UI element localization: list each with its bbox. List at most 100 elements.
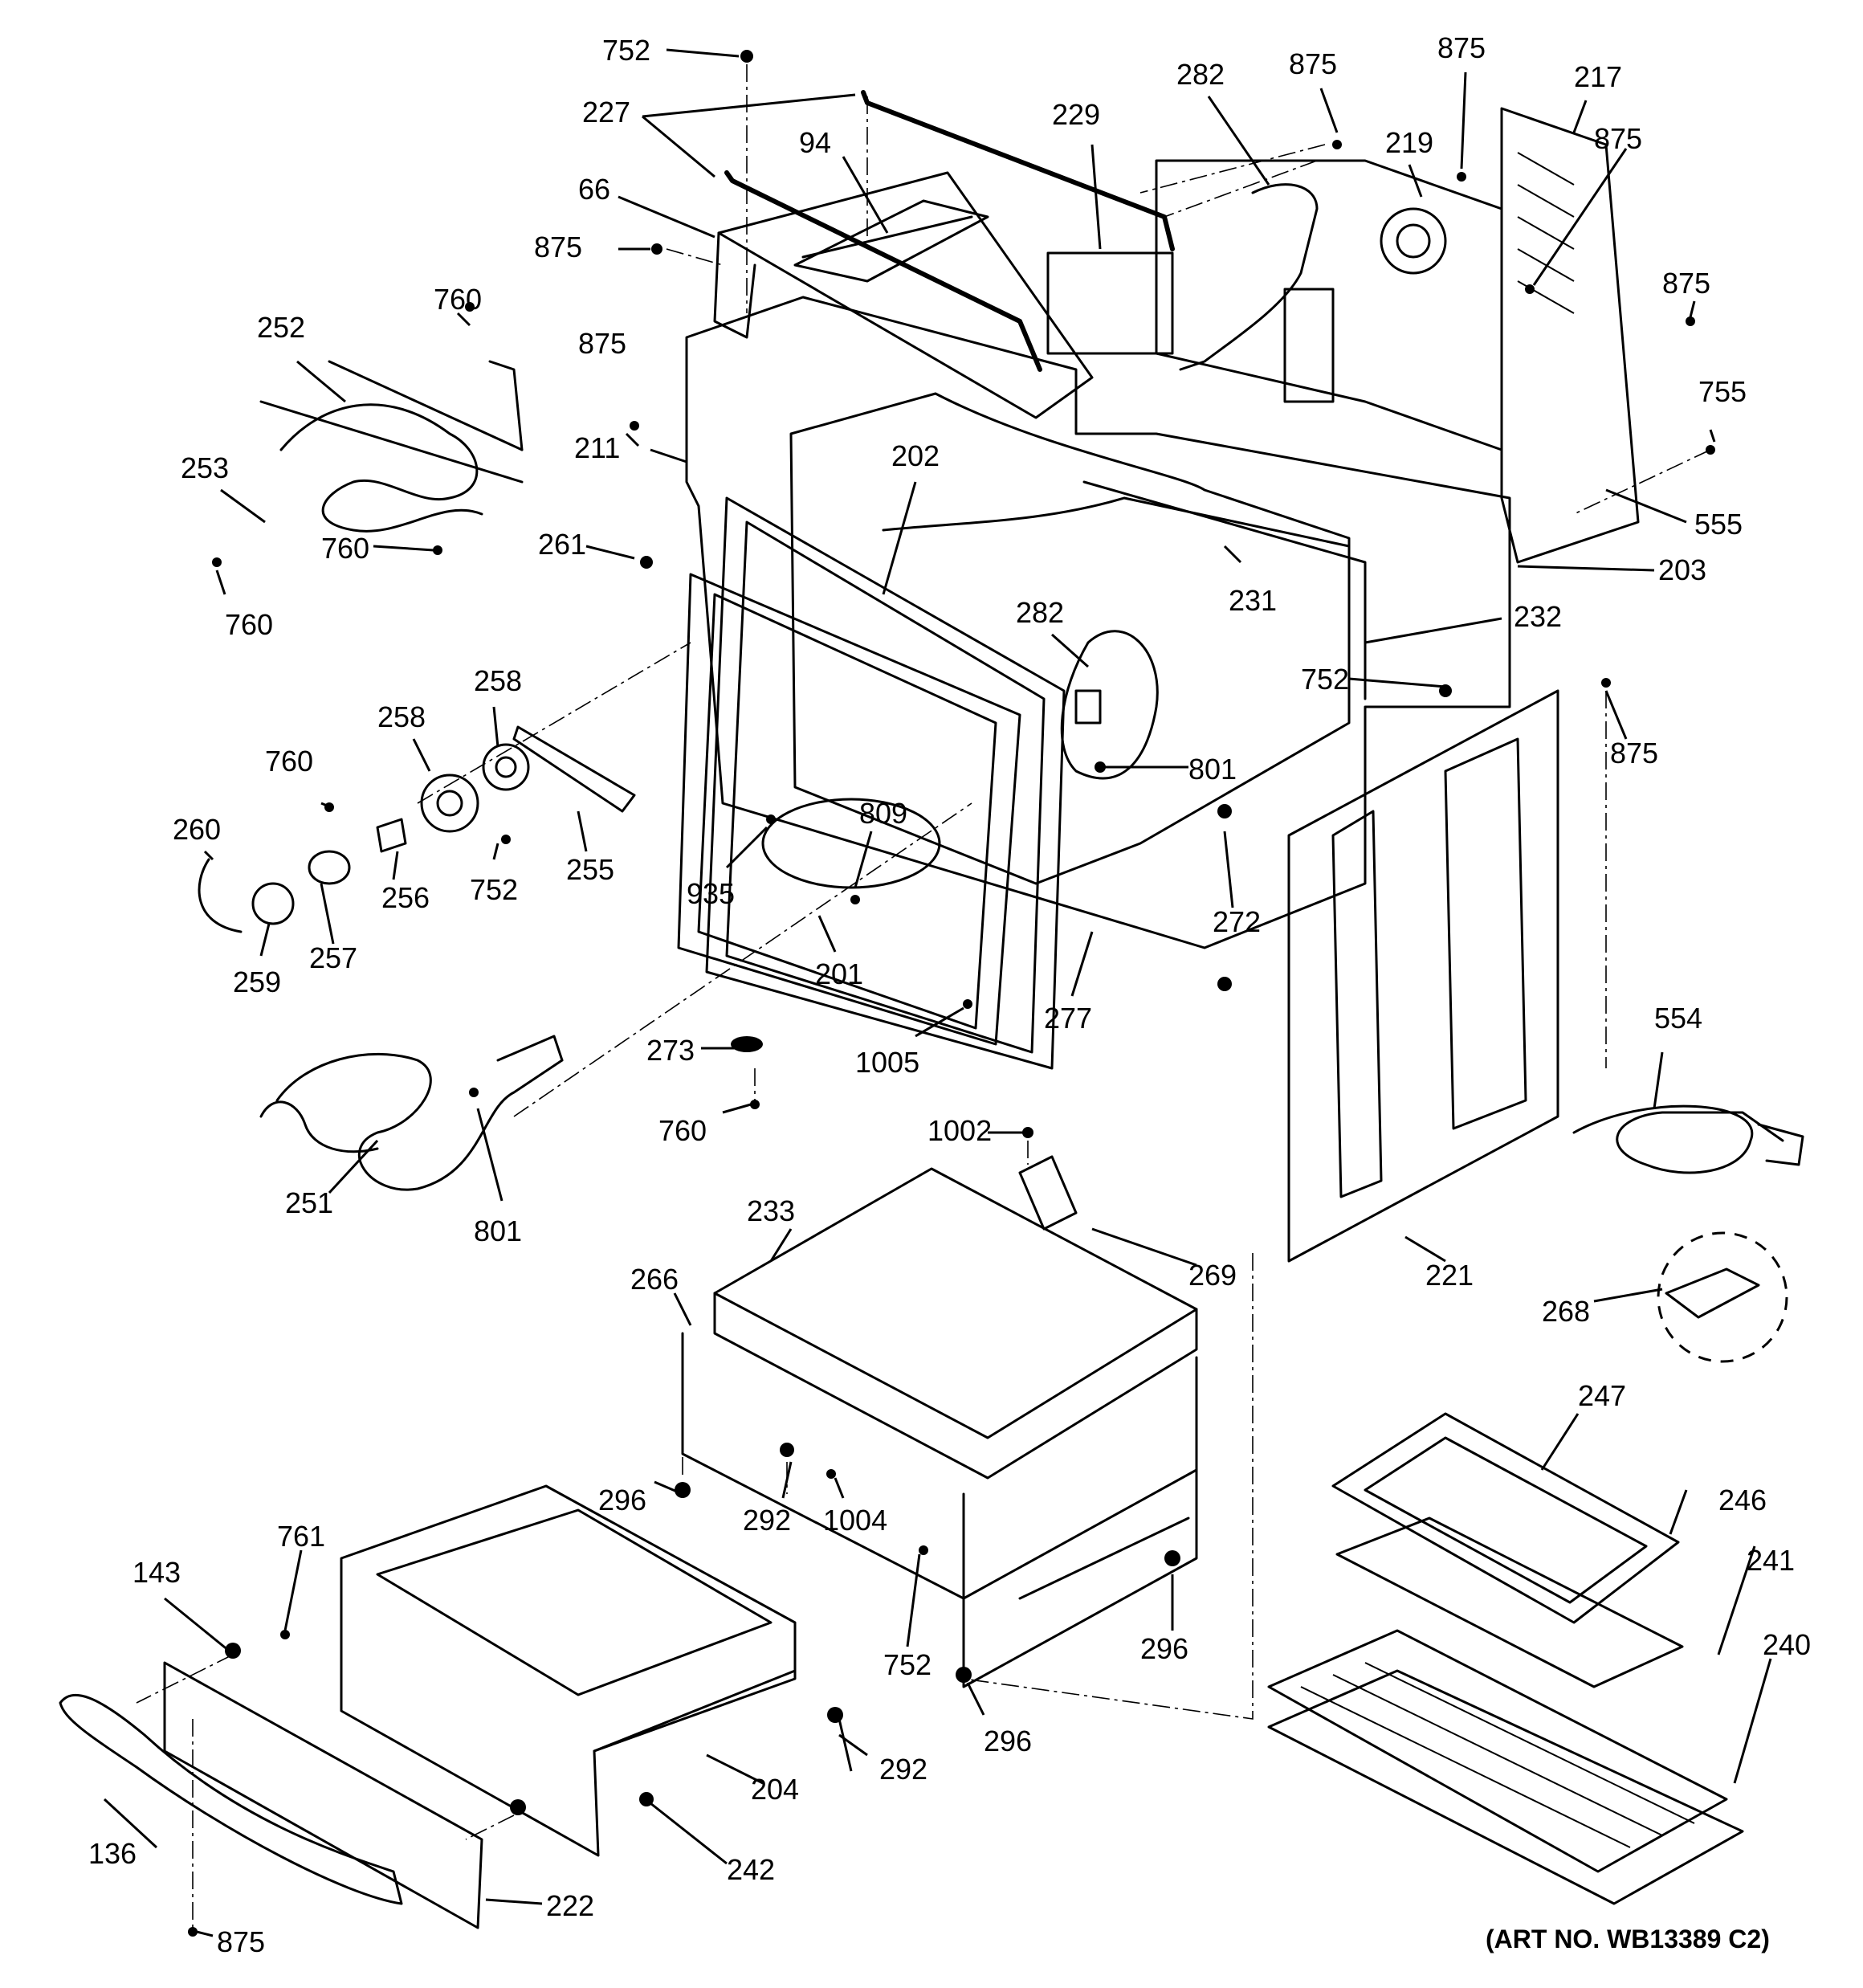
callout-272: 272 (1213, 905, 1261, 938)
part-217-side-panel (1500, 107, 1640, 564)
callout-801: 801 (474, 1214, 522, 1247)
callout-246: 246 (1718, 1484, 1767, 1517)
callout-203: 203 (1658, 553, 1706, 586)
callout-258: 258 (377, 700, 426, 733)
part-94-vent-duct (793, 199, 989, 283)
callout-143: 143 (132, 1556, 181, 1589)
callout-253: 253 (181, 451, 229, 484)
callout-241: 241 (1747, 1544, 1795, 1577)
callout-229: 229 (1052, 98, 1100, 131)
part-66-vent-bracket (713, 171, 1094, 419)
callout-809: 809 (859, 797, 907, 830)
callout-875: 875 (1289, 47, 1337, 80)
callout-875: 875 (1594, 122, 1642, 155)
part-233-drawer-insulation (713, 1167, 1198, 1480)
callout-554: 554 (1654, 1002, 1702, 1035)
part-256-lamp-socket (376, 818, 407, 853)
callout-232: 232 (1514, 600, 1562, 633)
callout-752: 752 (1301, 663, 1349, 696)
callout-222: 222 (546, 1889, 594, 1922)
callout-257: 257 (309, 941, 357, 974)
callout-273: 273 (646, 1034, 695, 1067)
callout-240: 240 (1763, 1628, 1811, 1661)
part-211-oven-body (685, 296, 1511, 949)
callout-292: 292 (879, 1753, 927, 1786)
part-269-drawer-bracket (1018, 1155, 1078, 1231)
part-204-storage-drawer (340, 1484, 797, 1857)
fastener-marks (188, 50, 1715, 1937)
leader-lines (103, 48, 1772, 1937)
callout-760: 760 (265, 745, 313, 778)
part-202-front-frame (705, 496, 1066, 1070)
callout-1002: 1002 (927, 1114, 992, 1147)
callout-labels: 752 227 94 66 875 229 282 875 875 219 21… (88, 31, 1811, 1958)
callout-282: 282 (1016, 596, 1064, 629)
callout-875: 875 (1610, 737, 1658, 769)
callout-268: 268 (1542, 1295, 1590, 1328)
callout-211: 211 (574, 431, 620, 464)
callout-258: 258 (474, 664, 522, 697)
callout-296: 296 (1140, 1632, 1188, 1665)
callout-296: 296 (598, 1484, 646, 1517)
part-201-oven-liner (677, 573, 1021, 1046)
part-259-lamp-lens (251, 882, 295, 925)
callout-66: 66 (578, 173, 610, 206)
callout-221: 221 (1425, 1259, 1474, 1292)
part-229-insulation (1046, 251, 1174, 355)
callout-261: 261 (538, 528, 586, 561)
callout-252: 252 (257, 311, 305, 344)
part-241-oven-rack (1267, 1629, 1728, 1873)
callout-282: 282 (1176, 58, 1225, 91)
part-219-back-panel (1155, 159, 1503, 451)
part-227-gasket (724, 90, 1175, 372)
callout-875: 875 (217, 1925, 265, 1958)
callout-875: 875 (1662, 267, 1710, 300)
part-231-oven-wrapper (789, 392, 1351, 885)
callout-217: 217 (1574, 60, 1622, 93)
part-221-side-panel (1287, 689, 1559, 1263)
part-282-lower-duct (1060, 630, 1159, 780)
callout-761: 761 (277, 1520, 325, 1553)
callout-292: 292 (743, 1504, 791, 1537)
callout-260: 260 (173, 813, 221, 846)
callout-242: 242 (727, 1853, 775, 1886)
callout-1004: 1004 (823, 1504, 887, 1537)
part-257-lamp-bulb (308, 850, 351, 885)
callout-296: 296 (984, 1725, 1032, 1757)
callout-555: 555 (1694, 508, 1743, 541)
callout-760: 760 (225, 608, 273, 641)
part-240-oven-rack (1267, 1669, 1744, 1905)
art-number: (ART NO. WB13389 C2) (1486, 1925, 1770, 1953)
callout-256: 256 (381, 881, 430, 914)
callout-227: 227 (582, 96, 630, 129)
part-258-lamp-housing (420, 743, 530, 833)
callout-277: 277 (1044, 1002, 1092, 1035)
part-247-broiler-pan (1331, 1412, 1680, 1624)
part-268-rack-clip (1657, 1231, 1788, 1363)
callout-801: 801 (1188, 753, 1237, 786)
part-554-power-cord (1572, 1104, 1804, 1174)
callout-201: 201 (815, 957, 863, 990)
part-255-light-bracket (512, 725, 636, 813)
callout-219: 219 (1385, 126, 1433, 159)
callout-875: 875 (534, 231, 582, 263)
callout-251: 251 (285, 1186, 333, 1219)
callout-94: 94 (799, 126, 831, 159)
callout-935: 935 (687, 877, 735, 910)
callout-269: 269 (1188, 1259, 1237, 1292)
callout-752: 752 (883, 1648, 932, 1681)
part-246-broiler-pan-bottom (1335, 1517, 1684, 1688)
part-282-duct (1179, 183, 1319, 371)
callout-760: 760 (434, 283, 482, 316)
callout-875: 875 (1437, 31, 1486, 64)
callout-204: 204 (751, 1773, 799, 1806)
callout-755: 755 (1698, 375, 1747, 408)
callout-760: 760 (321, 532, 369, 565)
part-136-drawer-handle (59, 1693, 403, 1905)
part-222-drawer-front (163, 1661, 483, 1929)
part-251-bake-element (259, 1035, 564, 1191)
callout-1005: 1005 (855, 1046, 919, 1079)
callout-231: 231 (1229, 584, 1277, 617)
callout-233: 233 (747, 1194, 795, 1227)
